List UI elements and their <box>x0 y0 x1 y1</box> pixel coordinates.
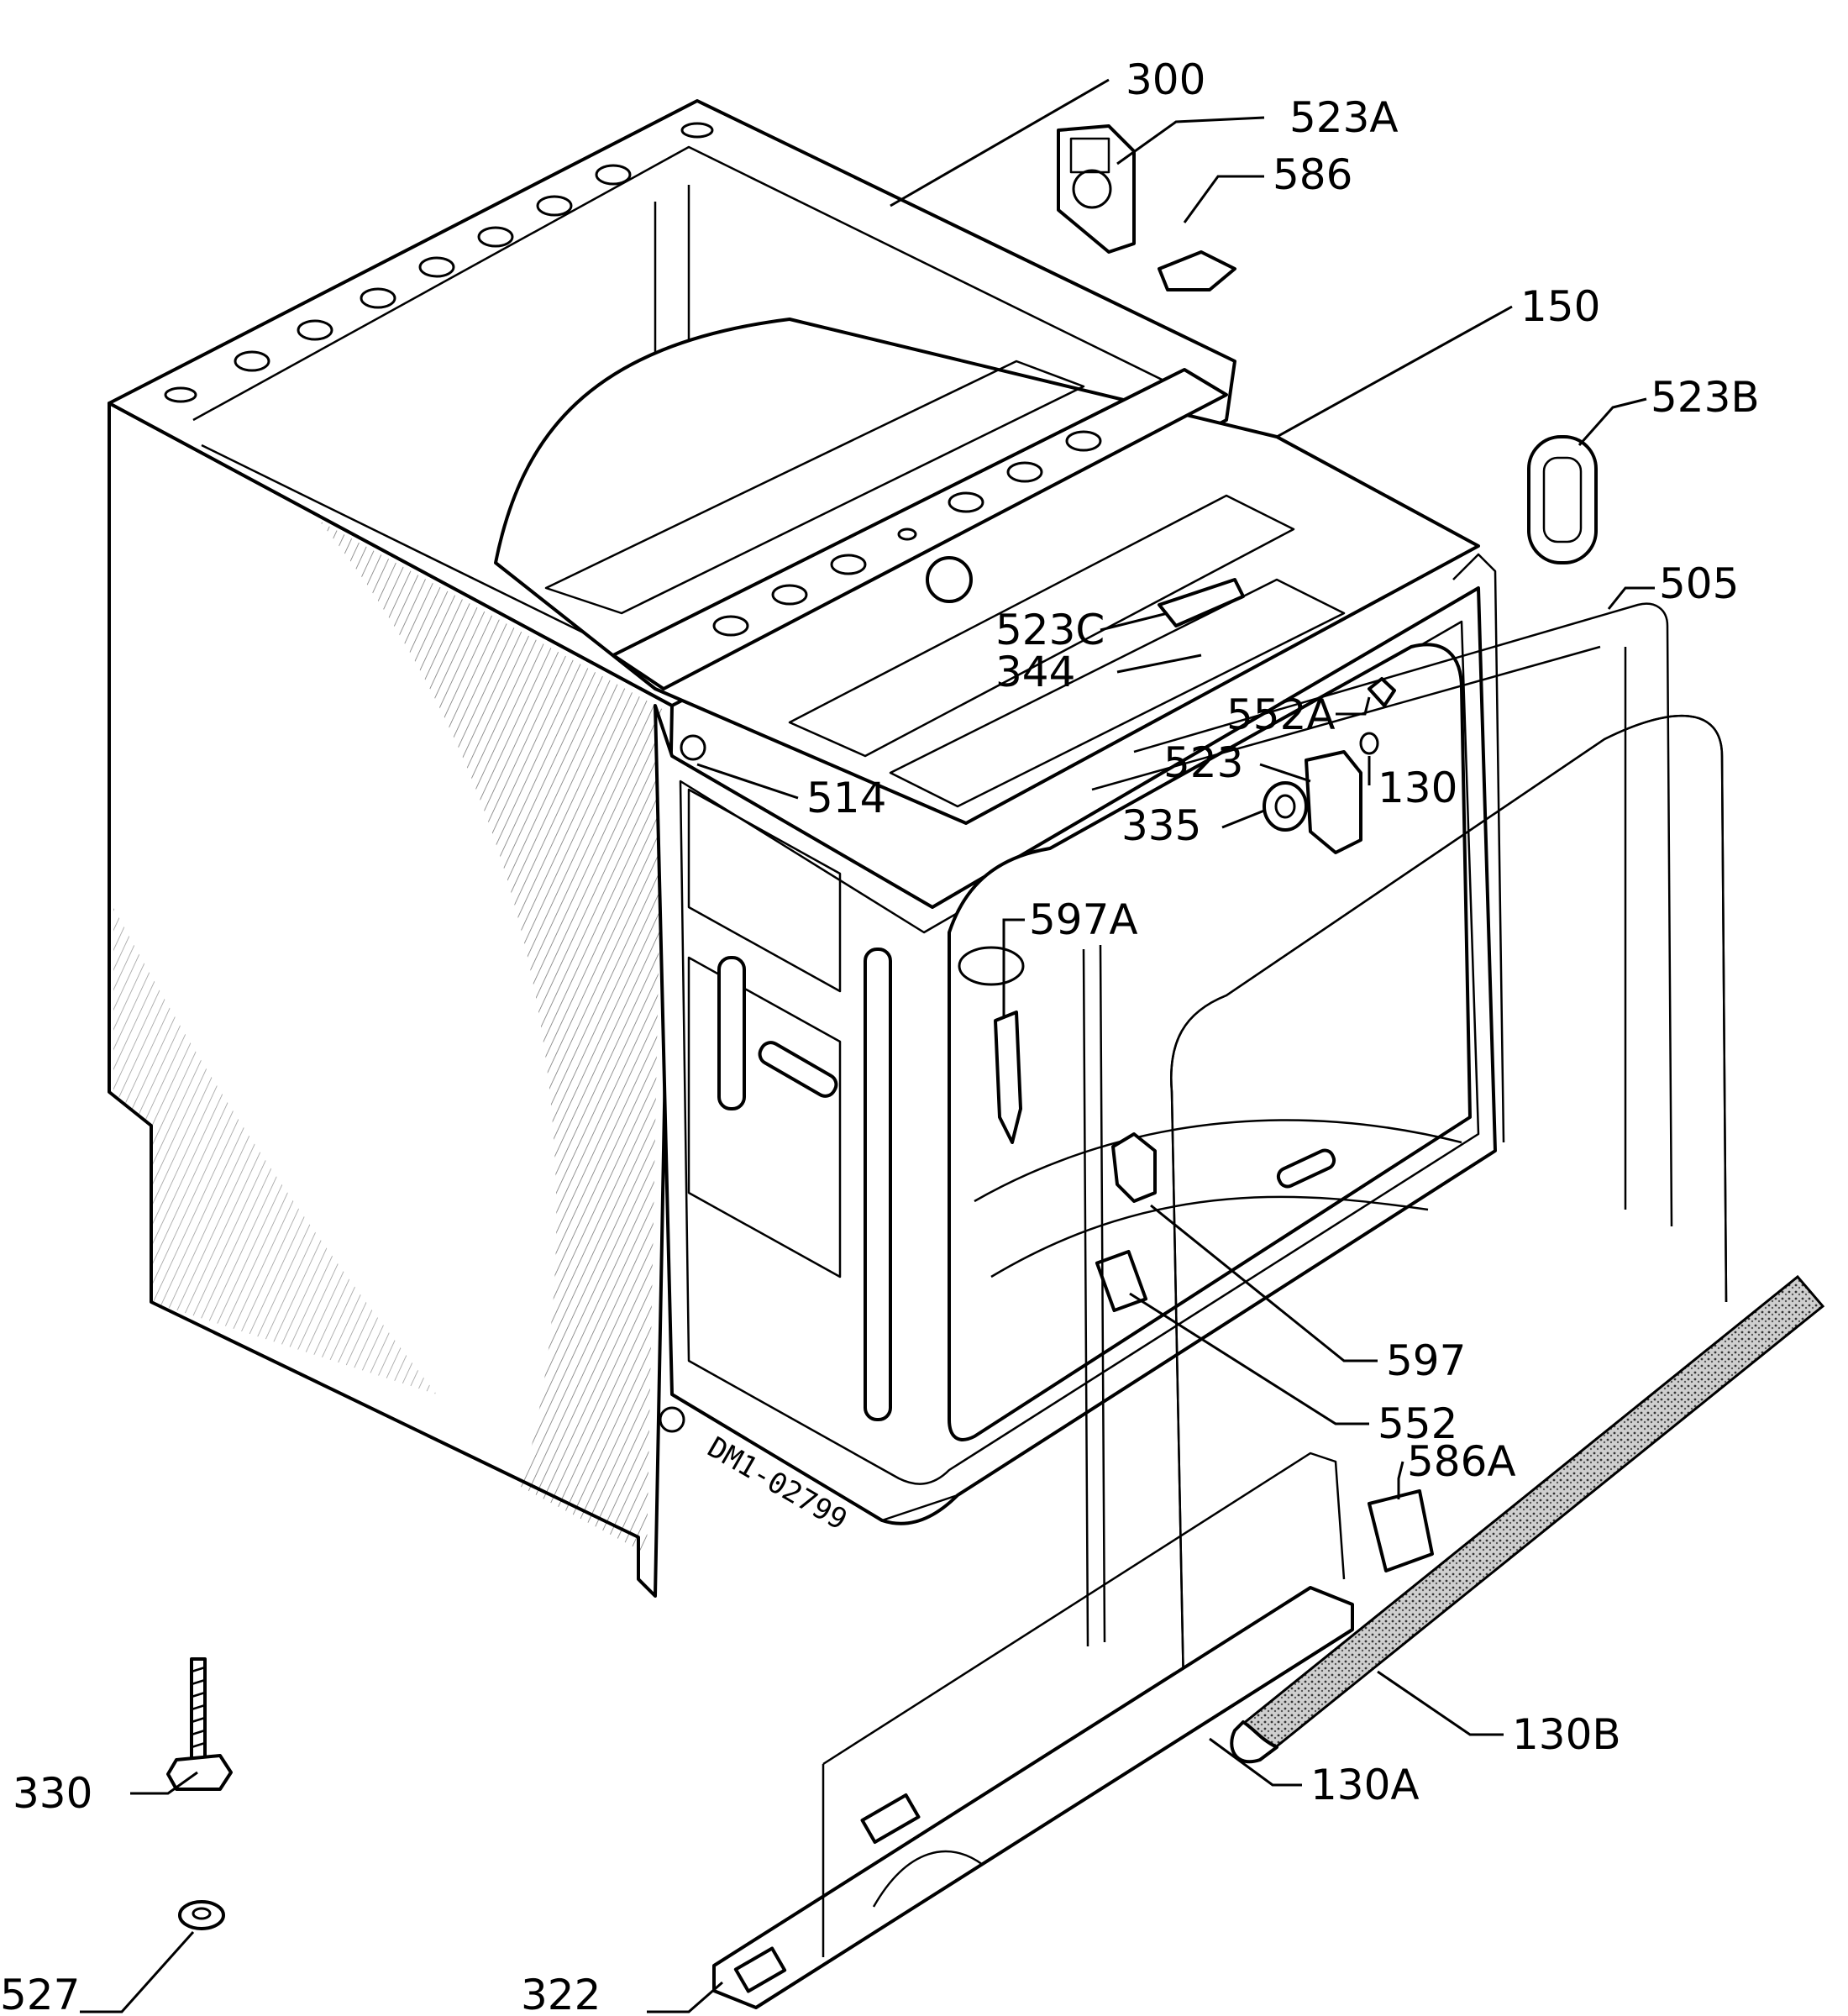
callout-523: 523 <box>1163 738 1243 787</box>
cross-brace-holes <box>712 430 1102 637</box>
part-523C-latch <box>1158 578 1245 627</box>
part-130A-door-seal <box>1170 714 1728 1731</box>
callout-335: 335 <box>1121 801 1201 850</box>
tub-top <box>494 318 1480 825</box>
part-130-washer <box>1359 732 1379 755</box>
callout-130: 130 <box>1378 764 1457 812</box>
top-corner-screw <box>680 734 706 761</box>
left-wall-slot-2 <box>864 948 892 1421</box>
door-seal-left-strip <box>1082 944 1106 1647</box>
tub-floor-slot <box>1276 1148 1336 1189</box>
part-505-gasket-outer <box>1133 602 1673 1227</box>
right-side-rail <box>1452 553 1505 1143</box>
left-interior-panel-top <box>687 788 842 993</box>
tub-top-panel-3 <box>889 578 1346 808</box>
callout-586A: 586A <box>1407 1437 1516 1486</box>
part-552A-screw <box>1368 677 1396 707</box>
tub-floor-contour <box>974 1119 1462 1278</box>
part-330-levelling-foot <box>166 1657 233 1791</box>
callout-552: 552 <box>1378 1399 1457 1448</box>
callout-505: 505 <box>1659 559 1739 608</box>
part-505-gasket-inner <box>1091 645 1601 791</box>
top-frame-inner-edge <box>192 145 1194 422</box>
callout-344: 344 <box>995 648 1075 696</box>
callout-330: 330 <box>13 1769 92 1818</box>
callout-597: 597 <box>1386 1336 1466 1385</box>
callout-514: 514 <box>806 774 886 822</box>
callout-597A: 597A <box>1029 895 1138 944</box>
callout-150: 150 <box>1520 282 1600 331</box>
callout-130A: 130A <box>1310 1761 1420 1809</box>
tub-front-inner <box>679 620 1480 1485</box>
callout-523B: 523B <box>1651 373 1760 422</box>
callout-300: 300 <box>1126 55 1205 104</box>
part-523-hinge-arm <box>1305 750 1362 854</box>
part-523B-hinge-block <box>1527 435 1598 564</box>
callout-130B: 130B <box>1512 1710 1621 1759</box>
base-screw <box>659 1406 685 1433</box>
callout-586: 586 <box>1273 150 1352 199</box>
part-527-nut <box>178 1900 225 1930</box>
tub-top-panel-2 <box>788 494 1295 758</box>
part-523A-bracket <box>1057 124 1136 254</box>
side-panel-shading-lower <box>113 907 437 1394</box>
callout-322: 322 <box>521 1971 601 2016</box>
top-rail-holes <box>164 122 714 403</box>
callout-523C: 523C <box>995 606 1105 654</box>
part-586-clip <box>1158 250 1236 291</box>
part-586A-bracket <box>1368 1489 1434 1572</box>
cabinet-housing <box>108 99 1505 1598</box>
left-wall-slot-3 <box>758 1041 838 1098</box>
part-597-clip <box>1111 1132 1157 1203</box>
callout-labels: 300 523A 586 150 523B 505 523C 344 552A … <box>0 55 1760 2016</box>
part-335-bushing <box>1263 781 1308 832</box>
callout-552A: 552A <box>1226 690 1336 739</box>
tub-top-panel-1 <box>544 360 1085 615</box>
left-interior-panel-mid <box>687 956 842 1278</box>
spray-arm-hub <box>926 556 973 603</box>
part-130B-bottom-strip <box>1230 1274 1825 1764</box>
leader-lines <box>80 78 1655 2013</box>
part-597A-clip <box>994 1011 1022 1144</box>
base-lower-edge <box>671 1393 958 1522</box>
tub-drain-port <box>958 946 1025 986</box>
part-322-plinth <box>712 1452 1354 2009</box>
callout-527: 527 <box>0 1971 80 2016</box>
left-wall-slot-1 <box>717 956 746 1110</box>
side-panel-shading <box>319 521 664 1554</box>
callout-523A: 523A <box>1289 93 1399 142</box>
